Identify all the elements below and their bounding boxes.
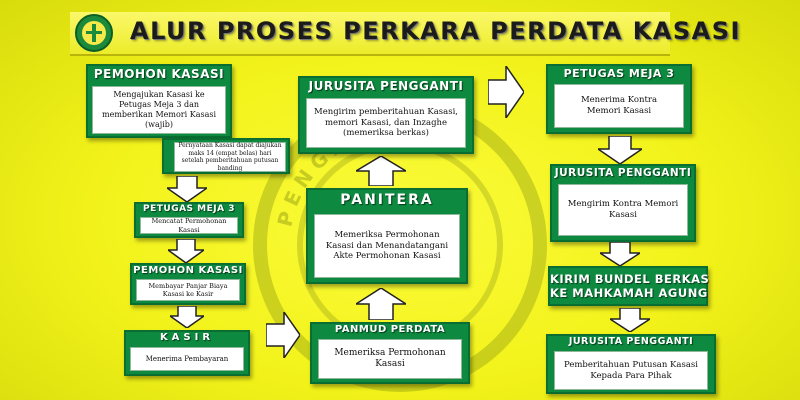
box-text: Membayar Panjar Biaya Kasasi ke Kasir — [136, 279, 240, 301]
arrow-down-1 — [167, 176, 207, 202]
title-banner — [70, 12, 670, 56]
arrow-up-1 — [356, 288, 406, 320]
arrow-down-right-1 — [598, 136, 642, 164]
arrow-down-right-2 — [600, 242, 640, 266]
box-text: Menerima Kontra Memori Kasasi — [554, 84, 684, 128]
box-header: PANMUD PERDATA — [334, 324, 446, 335]
box-header: JURUSITA PENGGANTI — [554, 167, 692, 179]
box-header: JURUSITA PENGGANTI — [308, 79, 464, 93]
page-title: ALUR PROSES PERKARA PERDATA KASASI — [130, 17, 741, 45]
box-header: KASIR — [159, 332, 215, 343]
box-header: JURUSITA PENGGANTI — [568, 336, 694, 347]
arrow-down-2 — [168, 239, 204, 263]
arrow-up-2 — [356, 156, 406, 186]
box-petugas-meja3-right: PETUGAS MEJA 3 Menerima Kontra Memori Ka… — [546, 64, 692, 134]
box-jurusita-pengganti-center: JURUSITA PENGGANTI Mengirim pemberitahua… — [298, 76, 474, 154]
arrow-right-to-meja3 — [488, 66, 524, 118]
box-panitera: PANITERA Memeriksa Permohonan Kasasi dan… — [306, 188, 468, 284]
box-text: Mengirim pemberitahuan Kasasi, memori Ka… — [306, 98, 466, 148]
box-header: PANITERA — [340, 192, 434, 208]
box-panmud-perdata: PANMUD PERDATA Memeriksa Permohonan Kasa… — [310, 322, 470, 384]
box-pemohon-kasasi-1: PEMOHON KASASI Mengajukan Kasasi ke Petu… — [86, 64, 232, 138]
note-text: Pernyataan Kasasi dapat diajukan maks 14… — [174, 142, 286, 172]
box-header: PETUGAS MEJA 3 — [563, 67, 675, 80]
box-header: PEMOHON KASASI — [93, 67, 225, 81]
box-kasir: KASIR Menerima Pembayaran — [124, 330, 250, 376]
arrow-right-to-panmud — [266, 312, 300, 358]
arrow-down-right-3 — [610, 308, 650, 332]
arrow-down-3 — [170, 306, 204, 328]
box-jurusita-pengganti-right1: JURUSITA PENGGANTI Mengirim Kontra Memor… — [550, 164, 696, 242]
box-text: Mengajukan Kasasi ke Petugas Meja 3 dan … — [92, 86, 226, 134]
box-text: Memeriksa Permohonan Kasasi — [318, 339, 462, 379]
box-text: Memeriksa Permohonan Kasasi dan Menandat… — [314, 214, 460, 278]
kirim-bundel-line2: KE MAHKAMAH AGUNG — [550, 286, 708, 300]
box-text: Menerima Pembayaran — [130, 347, 244, 371]
box-kirim-bundel: KIRIM BUNDEL BERKAS KE MAHKAMAH AGUNG — [548, 266, 710, 306]
box-pernyataan-note: Pernyataan Kasasi dapat diajukan maks 14… — [162, 138, 290, 174]
kirim-bundel-line1: KIRIM BUNDEL BERKAS — [550, 272, 710, 286]
box-text: Pemberitahuan Putusan Kasasi Kepada Para… — [554, 351, 708, 390]
court-logo-icon — [75, 14, 113, 52]
box-jurusita-pengganti-right2: JURUSITA PENGGANTI Pemberitahuan Putusan… — [546, 334, 716, 394]
box-text: Mencatat Permohonan Kasasi — [140, 217, 238, 234]
box-petugas-meja3-left: PETUGAS MEJA 3 Mencatat Permohonan Kasas… — [134, 202, 244, 238]
box-pemohon-kasasi-2: PEMOHON KASASI Membayar Panjar Biaya Kas… — [130, 263, 246, 305]
box-header: PETUGAS MEJA 3 — [143, 204, 235, 214]
box-header: PEMOHON KASASI — [133, 265, 243, 276]
box-text: Mengirim Kontra Memori Kasasi — [558, 184, 688, 236]
